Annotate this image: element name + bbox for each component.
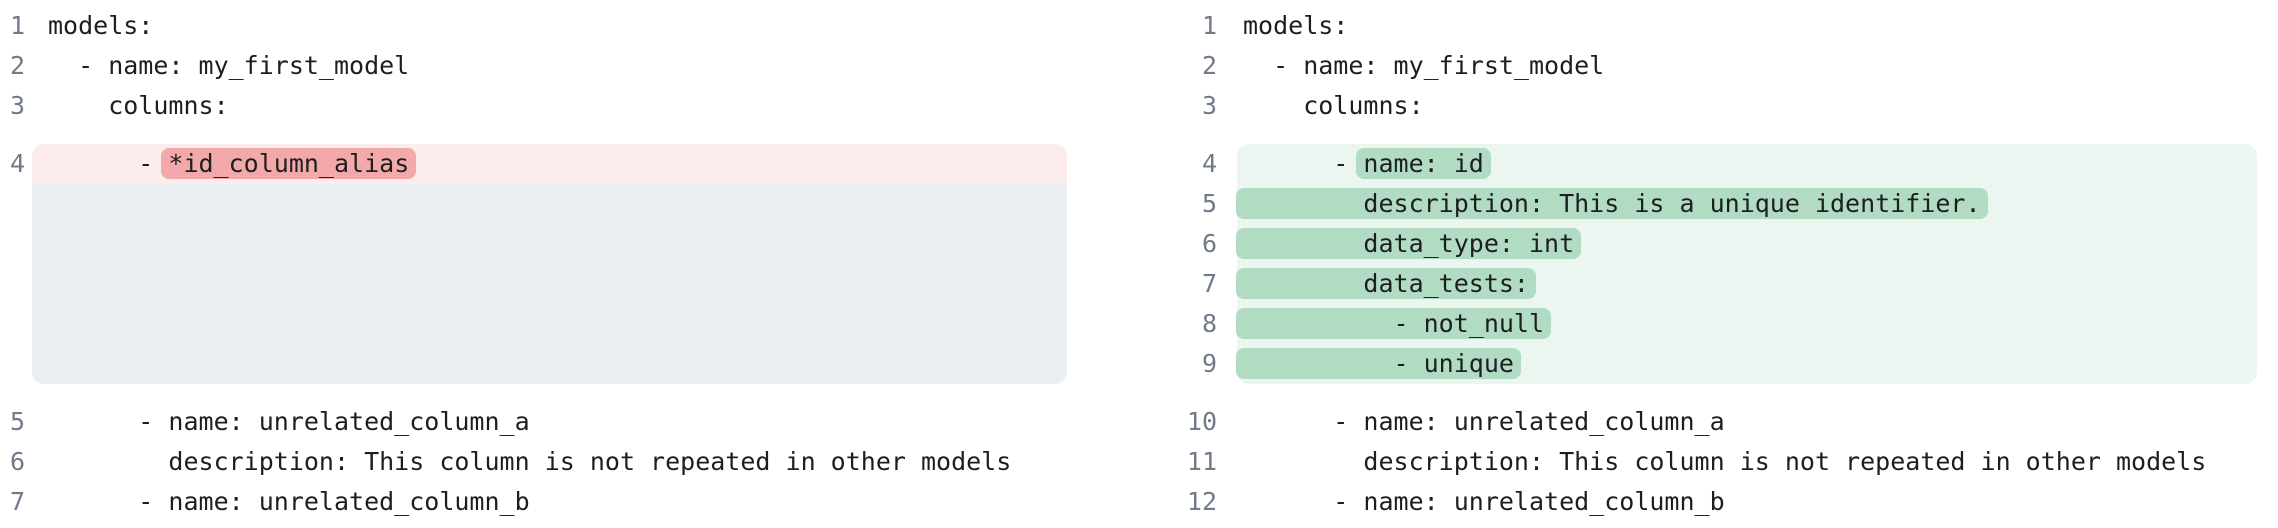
diff-panel-after: 1 models: 2 - name: my_first_model 3 col… <box>1139 0 2278 522</box>
line-number-empty <box>0 184 25 384</box>
code-text: - name: unrelated_column_a <box>48 407 530 436</box>
code-line-added: 9 - unique <box>1139 344 2278 384</box>
code-text: data_tests: <box>1236 264 2257 304</box>
code-text: models: <box>1243 11 1349 40</box>
line-number: 4 <box>9 149 25 178</box>
line-number: 1 <box>1201 11 1217 40</box>
code-text: columns: <box>1243 91 1424 120</box>
code-line: 6 description: This column is not repeat… <box>0 442 1139 482</box>
line-number: 8 <box>1201 309 1217 338</box>
code-line: 1 models: <box>0 6 1139 46</box>
code-line: 11 description: This column is not repea… <box>1139 442 2278 482</box>
added-token: - not_null <box>1236 308 1552 339</box>
diff-alignment-spacer <box>0 184 1139 384</box>
line-number: 10 <box>1186 407 1217 436</box>
code-text: - name: id <box>1237 144 2257 184</box>
code-text: description: This column is not repeated… <box>1243 447 2207 476</box>
added-token: description: This is a unique identifier… <box>1236 188 1988 219</box>
code-text: data_type: int <box>1236 224 2257 264</box>
code-text: - unique <box>1236 344 2257 384</box>
code-text: models: <box>48 11 154 40</box>
code-line: 12 - name: unrelated_column_b <box>1139 482 2278 522</box>
code-line: 7 - name: unrelated_column_b <box>0 482 1139 522</box>
code-line: 5 - name: unrelated_column_a <box>0 402 1139 442</box>
code-text: - name: unrelated_column_a <box>1243 407 1725 436</box>
code-line: 2 - name: my_first_model <box>1139 46 2278 86</box>
diff-panel-before: 1 models: 2 - name: my_first_model 3 col… <box>0 0 1139 522</box>
code-text: - name: my_first_model <box>1243 51 1605 80</box>
line-number: 3 <box>1201 91 1217 120</box>
code-line-added: 5 description: This is a unique identifi… <box>1139 184 2278 224</box>
line-number: 11 <box>1186 447 1217 476</box>
line-number: 3 <box>9 91 25 120</box>
line-number: 1 <box>9 11 25 40</box>
line-number: 2 <box>9 51 25 80</box>
code-line: 3 columns: <box>0 86 1139 126</box>
code-text: - not_null <box>1236 304 2257 344</box>
code-line: 1 models: <box>1139 6 2278 46</box>
line-number: 2 <box>1201 51 1217 80</box>
line-number: 6 <box>1201 229 1217 258</box>
spacer-block <box>32 184 1067 384</box>
code-line-added: 7 data_tests: <box>1139 264 2278 304</box>
added-token: name: id <box>1356 148 1491 179</box>
line-number: 5 <box>1201 189 1217 218</box>
code-line: 3 columns: <box>1139 86 2278 126</box>
line-number: 6 <box>9 447 25 476</box>
code-text: - *id_column_alias <box>32 144 1067 184</box>
code-text: - name: unrelated_column_b <box>1243 487 1725 516</box>
added-token: data_tests: <box>1236 268 1536 299</box>
code-segment: - <box>48 149 169 178</box>
line-number: 9 <box>1201 349 1217 378</box>
added-token: data_type: int <box>1236 228 1582 259</box>
code-line-added: 4 - name: id <box>1139 144 2278 184</box>
code-line-added: 6 data_type: int <box>1139 224 2278 264</box>
code-text: description: This column is not repeated… <box>48 447 1012 476</box>
code-line-removed: 4 - *id_column_alias <box>0 144 1139 184</box>
line-number: 12 <box>1186 487 1217 516</box>
removed-token: *id_column_alias <box>161 148 417 179</box>
code-text: - name: my_first_model <box>48 51 410 80</box>
code-line: 10 - name: unrelated_column_a <box>1139 402 2278 442</box>
code-line-added: 8 - not_null <box>1139 304 2278 344</box>
code-segment: - <box>1243 149 1364 178</box>
line-number: 5 <box>9 407 25 436</box>
code-text: columns: <box>48 91 229 120</box>
line-number: 7 <box>9 487 25 516</box>
added-token: - unique <box>1236 348 1521 379</box>
line-number: 4 <box>1201 149 1217 178</box>
code-line: 2 - name: my_first_model <box>0 46 1139 86</box>
line-number: 7 <box>1201 269 1217 298</box>
code-text: - name: unrelated_column_b <box>48 487 530 516</box>
code-text: description: This is a unique identifier… <box>1236 184 2257 224</box>
